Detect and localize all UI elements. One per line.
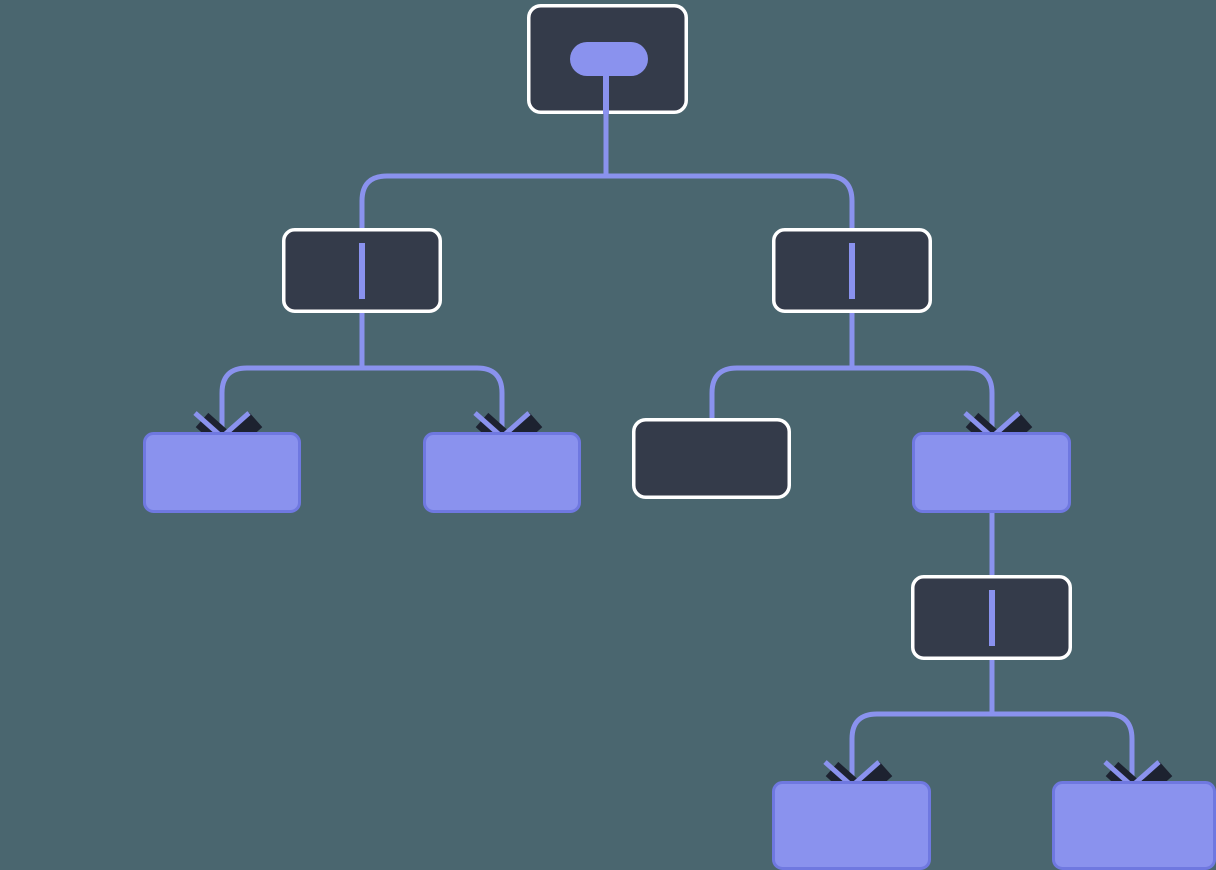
tree-node-box[interactable]: [143, 432, 301, 513]
node-bar-glyph: [849, 243, 855, 299]
tree-node[interactable]: [527, 4, 688, 114]
tree-edge: [849, 313, 995, 437]
tree-edge: [709, 313, 855, 418]
tree-edge: [219, 313, 365, 437]
tree-node-box[interactable]: [912, 432, 1071, 513]
tree-edge: [849, 660, 995, 786]
tree-node[interactable]: [772, 228, 932, 313]
tree-node[interactable]: [1052, 781, 1216, 870]
tree-node[interactable]: [423, 432, 581, 513]
tree-node[interactable]: [911, 575, 1072, 660]
node-bar-glyph: [359, 243, 365, 299]
tree-edge: [603, 114, 855, 228]
edges-layer: [219, 114, 1135, 786]
tree-edge: [989, 660, 1135, 786]
tree-node[interactable]: [912, 432, 1071, 513]
tree-node[interactable]: [632, 418, 791, 499]
node-pill-glyph: [570, 42, 648, 76]
node-stem-glyph: [603, 76, 609, 114]
node-bar-glyph: [989, 590, 995, 646]
tree-edge: [359, 313, 505, 437]
tree-node-box[interactable]: [423, 432, 581, 513]
tree-node[interactable]: [772, 781, 931, 870]
tree-node[interactable]: [143, 432, 301, 513]
tree-node-box[interactable]: [1052, 781, 1216, 870]
tree-edge: [359, 114, 609, 228]
tree-node[interactable]: [282, 228, 442, 313]
nodes-layer: [143, 4, 1216, 870]
tree-node-box[interactable]: [632, 418, 791, 499]
tree-node-box[interactable]: [772, 781, 931, 870]
